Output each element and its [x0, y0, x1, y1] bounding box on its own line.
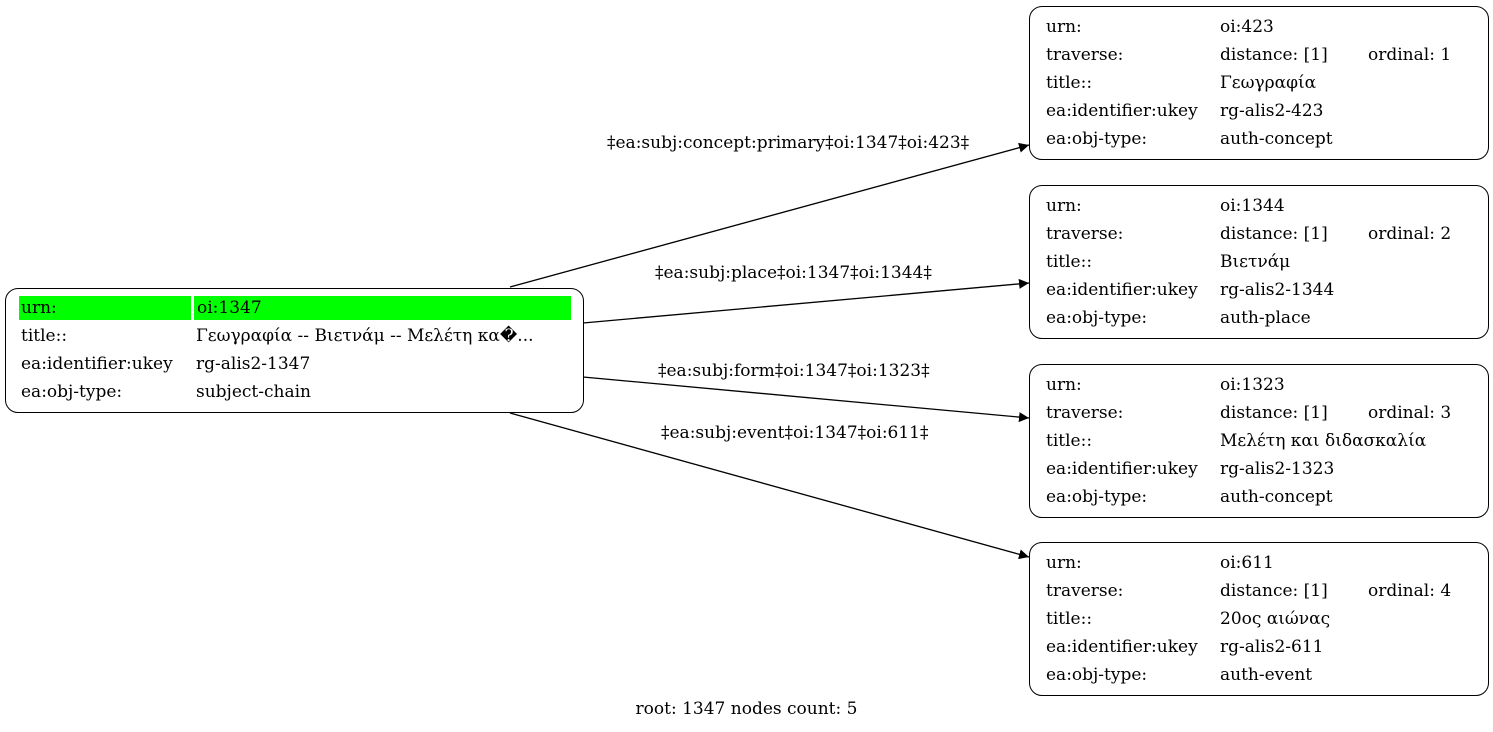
- child-ukey-key: ea:identifier:ukey: [1046, 459, 1198, 479]
- child-ukey-row: ea:identifier:ukey rg-alis2-1323: [1030, 455, 1490, 483]
- child-distance-value: distance: [1]: [1220, 403, 1328, 423]
- child-ordinal-value: ordinal: 2: [1368, 224, 1452, 244]
- child-urn-key: urn:: [1046, 196, 1082, 216]
- child-urn-key: urn:: [1046, 553, 1082, 573]
- child-title-row: title:: 20ος αιώνας: [1030, 605, 1490, 633]
- child-node[interactable]: urn: oi:423 traverse: distance: [1] ordi…: [1029, 6, 1489, 160]
- child-traverse-row: traverse: distance: [1] ordinal: 2: [1030, 220, 1490, 248]
- root-urn-key: urn:: [19, 296, 191, 320]
- edge-label-place: ‡ea:subj:place‡oi:1347‡oi:1344‡: [655, 263, 932, 283]
- footer-count-value: 5: [846, 699, 858, 719]
- root-type-value: subject-chain: [196, 382, 311, 402]
- child-traverse-row: traverse: distance: [1] ordinal: 3: [1030, 399, 1490, 427]
- child-distance-value: distance: [1]: [1220, 45, 1328, 65]
- child-ordinal-value: ordinal: 4: [1368, 581, 1452, 601]
- root-ukey-key: ea:identifier:ukey: [21, 354, 173, 374]
- child-urn-value: oi:611: [1220, 553, 1274, 573]
- child-title-row: title:: Βιετνάμ: [1030, 248, 1490, 276]
- child-title-key: title::: [1046, 252, 1093, 272]
- root-title-key: title::: [21, 326, 68, 346]
- edge-label-event: ‡ea:subj:event‡oi:1347‡oi:611‡: [661, 423, 929, 443]
- child-traverse-key: traverse:: [1046, 45, 1124, 65]
- child-type-row: ea:obj-type: auth-place: [1030, 304, 1490, 332]
- edge-arrow-form: [582, 376, 1030, 423]
- child-type-row: ea:obj-type: auth-concept: [1030, 483, 1490, 511]
- root-type-key: ea:obj-type:: [21, 382, 123, 402]
- root-ukey-row: ea:identifier:ukey rg-alis2-1347: [6, 350, 585, 378]
- child-ordinal-value: ordinal: 3: [1368, 403, 1452, 423]
- child-ordinal-value: ordinal: 1: [1368, 45, 1452, 65]
- edge-label-concept-primary: ‡ea:subj:concept:primary‡oi:1347‡oi:423‡: [607, 133, 970, 153]
- footer-root-value: 1347: [682, 699, 726, 719]
- root-title-row: title:: Γεωγραφία -- Βιετνάμ -- Μελέτη κ…: [6, 322, 585, 350]
- child-ukey-value: rg-alis2-1323: [1220, 459, 1335, 479]
- footer-root-label: root:: [635, 699, 677, 719]
- child-ukey-key: ea:identifier:ukey: [1046, 280, 1198, 300]
- child-urn-key: urn:: [1046, 375, 1082, 395]
- child-type-value: auth-event: [1220, 665, 1313, 685]
- child-urn-key: urn:: [1046, 17, 1082, 37]
- root-node[interactable]: urn: oi:1347 title:: Γεωγραφία -- Βιετνά…: [5, 288, 584, 413]
- child-type-value: auth-concept: [1220, 129, 1333, 149]
- child-ukey-key: ea:identifier:ukey: [1046, 637, 1198, 657]
- child-type-key: ea:obj-type:: [1046, 308, 1148, 328]
- child-urn-row: urn: oi:1323: [1030, 371, 1490, 399]
- edge-arrow-concept-primary: [509, 142, 1030, 288]
- edge-label-form: ‡ea:subj:form‡oi:1347‡oi:1323‡: [658, 361, 930, 381]
- footer-count-label: nodes count:: [730, 699, 842, 719]
- child-title-value: Βιετνάμ: [1220, 252, 1291, 272]
- child-node[interactable]: urn: oi:1344 traverse: distance: [1] ord…: [1029, 185, 1489, 339]
- child-traverse-row: traverse: distance: [1] ordinal: 1: [1030, 41, 1490, 69]
- child-traverse-row: traverse: distance: [1] ordinal: 4: [1030, 577, 1490, 605]
- child-urn-row: urn: oi:1344: [1030, 192, 1490, 220]
- child-node[interactable]: urn: oi:1323 traverse: distance: [1] ord…: [1029, 364, 1489, 518]
- child-ukey-row: ea:identifier:ukey rg-alis2-611: [1030, 633, 1490, 661]
- child-urn-value: oi:1323: [1220, 375, 1285, 395]
- child-urn-row: urn: oi:611: [1030, 549, 1490, 577]
- child-type-value: auth-concept: [1220, 487, 1333, 507]
- child-ukey-key: ea:identifier:ukey: [1046, 101, 1198, 121]
- child-type-key: ea:obj-type:: [1046, 487, 1148, 507]
- child-urn-value: oi:1344: [1220, 196, 1285, 216]
- child-ukey-value: rg-alis2-1344: [1220, 280, 1335, 300]
- root-type-row: ea:obj-type: subject-chain: [6, 378, 585, 406]
- child-ukey-row: ea:identifier:ukey rg-alis2-423: [1030, 97, 1490, 125]
- child-title-value: 20ος αιώνας: [1220, 609, 1331, 629]
- edge-arrow-place: [582, 278, 1030, 324]
- edge-arrow-event: [509, 412, 1030, 560]
- child-title-key: title::: [1046, 73, 1093, 93]
- child-urn-row: urn: oi:423: [1030, 13, 1490, 41]
- child-title-key: title::: [1046, 431, 1093, 451]
- graph-footer: root: 1347 nodes count: 5: [0, 698, 1493, 720]
- child-distance-value: distance: [1]: [1220, 224, 1328, 244]
- child-node[interactable]: urn: oi:611 traverse: distance: [1] ordi…: [1029, 542, 1489, 696]
- child-type-row: ea:obj-type: auth-event: [1030, 661, 1490, 689]
- child-title-row: title:: Μελέτη και διδασκαλία: [1030, 427, 1490, 455]
- child-traverse-key: traverse:: [1046, 224, 1124, 244]
- child-type-key: ea:obj-type:: [1046, 129, 1148, 149]
- child-traverse-key: traverse:: [1046, 403, 1124, 423]
- child-distance-value: distance: [1]: [1220, 581, 1328, 601]
- child-type-value: auth-place: [1220, 308, 1311, 328]
- root-urn-value: oi:1347: [194, 296, 571, 320]
- child-title-value: Γεωγραφία: [1220, 73, 1317, 93]
- root-title-value: Γεωγραφία -- Βιετνάμ -- Μελέτη κα�...: [196, 326, 534, 346]
- child-type-row: ea:obj-type: auth-concept: [1030, 125, 1490, 153]
- root-urn-row: urn: oi:1347: [6, 293, 585, 321]
- child-type-key: ea:obj-type:: [1046, 665, 1148, 685]
- child-title-value: Μελέτη και διδασκαλία: [1220, 431, 1427, 451]
- root-ukey-value: rg-alis2-1347: [196, 354, 311, 374]
- child-urn-value: oi:423: [1220, 17, 1274, 37]
- child-traverse-key: traverse:: [1046, 581, 1124, 601]
- child-ukey-row: ea:identifier:ukey rg-alis2-1344: [1030, 276, 1490, 304]
- child-title-key: title::: [1046, 609, 1093, 629]
- child-title-row: title:: Γεωγραφία: [1030, 69, 1490, 97]
- child-ukey-value: rg-alis2-611: [1220, 637, 1324, 657]
- child-ukey-value: rg-alis2-423: [1220, 101, 1324, 121]
